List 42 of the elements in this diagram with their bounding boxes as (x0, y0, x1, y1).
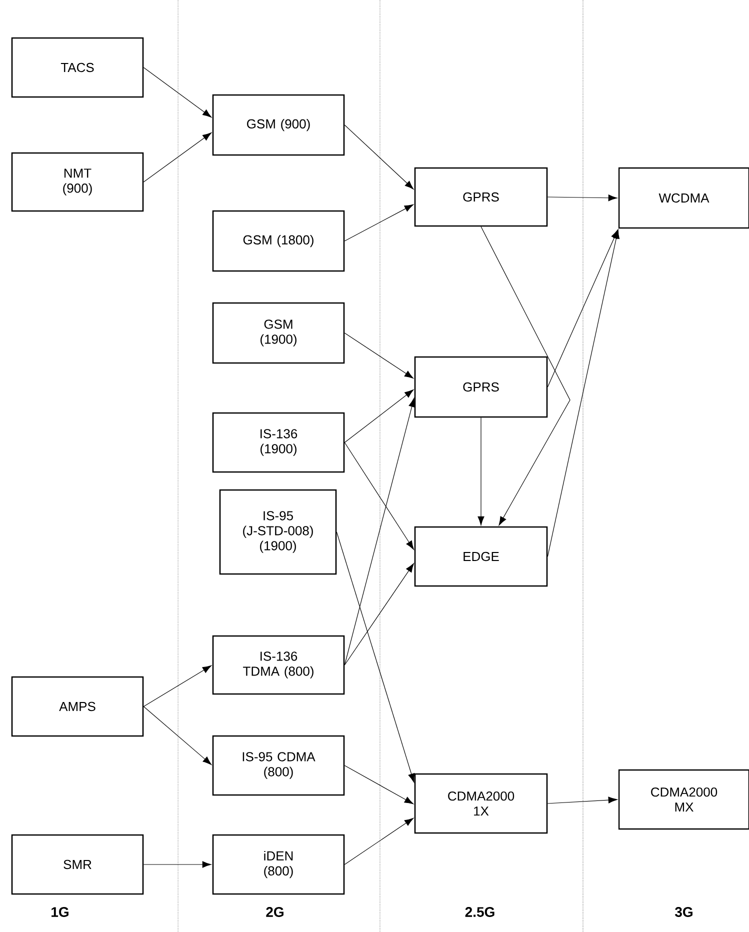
arrow (547, 194, 618, 202)
generation-label: 3G (674, 907, 692, 917)
arrow (344, 124, 414, 190)
arrow (143, 67, 212, 118)
arrow (344, 398, 416, 666)
arrow (480, 226, 570, 526)
technology-box: GSM (1800) (212, 210, 345, 272)
arrow (547, 796, 618, 804)
generation-label: 1G (52, 907, 68, 917)
arrow (344, 818, 414, 865)
arrow (344, 390, 414, 443)
technology-box: SMR (11, 834, 144, 895)
arrow (143, 706, 212, 765)
technology-box: AMPS (11, 676, 144, 737)
arrow (344, 765, 414, 804)
technology-box: IS-95 (J-STD-008) (1900) (219, 489, 337, 575)
generation-label: 2G (266, 907, 284, 917)
arrow (336, 532, 415, 783)
technology-box: EDGE (414, 526, 548, 587)
technology-box: CDMA2000 MX (618, 769, 749, 830)
technology-box: IS-136 (1900) (212, 412, 345, 473)
technology-box: IS-136 TDMA (800) (212, 635, 345, 695)
technology-box: GPRS (414, 356, 548, 418)
technology-box: GPRS (414, 167, 548, 227)
technology-box: NMT (900) (11, 152, 144, 212)
arrow (143, 132, 212, 182)
arrow (344, 204, 414, 242)
arrow (143, 665, 212, 707)
arrow (478, 417, 484, 526)
arrow (143, 861, 212, 868)
arrow (344, 442, 414, 550)
arrow (344, 332, 414, 379)
generation-label: 2.5G (465, 907, 494, 917)
arrow (344, 563, 414, 666)
technology-box: IS-95 CDMA (800) (212, 735, 345, 796)
technology-box: WCDMA (618, 167, 749, 229)
technology-box: iDEN (800) (212, 834, 345, 895)
arrow (547, 230, 620, 557)
technology-box: GSM (900) (212, 94, 345, 156)
technology-box: CDMA2000 1X (414, 773, 548, 834)
technology-box: TACS (11, 37, 144, 98)
technology-box: GSM (1900) (212, 302, 345, 364)
